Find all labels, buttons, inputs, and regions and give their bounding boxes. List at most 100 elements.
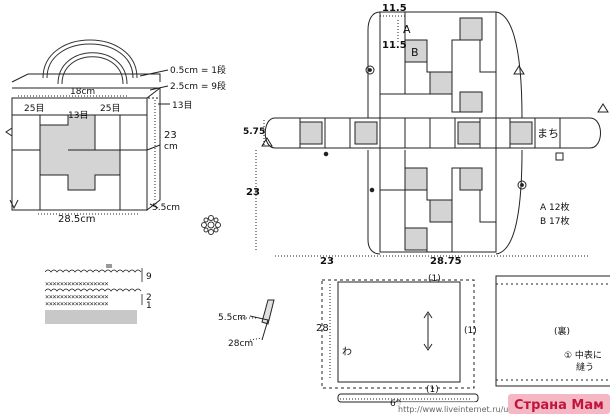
flower-motif-icon [201, 215, 221, 235]
handle-detail [240, 299, 275, 341]
layout-label-115-side: 11.5 [382, 40, 407, 51]
bag-label-13-right: 13目 [172, 100, 192, 111]
layout-label-23-h: 23 [320, 256, 334, 267]
layout-label-575: 5.75 [243, 127, 265, 137]
bag-label-rows1: 0.5cm = 1段 [170, 64, 226, 76]
marker-circle-top-dot [368, 68, 372, 72]
lining-front-bottom-strip [337, 393, 479, 403]
gusset-right-end [589, 117, 601, 149]
bag-arrow-bottom [9, 199, 19, 210]
handle-leader-28 [249, 337, 263, 341]
lining-front-labels: (1) (1) (1) 28 わ 69 [316, 274, 477, 409]
flap-bottom-right [495, 149, 523, 255]
lining-back [495, 275, 610, 387]
watermark-url: http://www.liveinternet.ru/users/5003021… [398, 405, 566, 414]
bag-body-side [146, 86, 161, 212]
layout-label-a: A [403, 23, 411, 36]
marker-triangle-top [513, 65, 525, 75]
bag-label-25-right: 25目 [100, 103, 120, 114]
bag-label-cm: cm [164, 142, 178, 152]
marker-circle-bottom-dot [520, 183, 524, 187]
watermark-url-bg [396, 402, 508, 414]
marker-dot-bottom [323, 151, 329, 157]
flap-top-right [495, 11, 523, 119]
crochet-x-row-b: ××××××××××××××××× [45, 293, 108, 301]
lining-label-28: 28 [316, 323, 329, 334]
watermark-site-name: Страна Мам [514, 398, 604, 413]
watermark: http://www.liveinternet.ru/users/5003021… [396, 394, 610, 414]
crochet-marker [106, 264, 112, 268]
bag-label-18cm: 18cm [70, 87, 95, 97]
layout-view [255, 11, 609, 257]
layout-view-labels: 11.5 11.5 A B 5.75 23 23 28.75 まち A 12枚 … [243, 3, 570, 267]
crochet-label-2: 2 [146, 293, 152, 303]
marker-triangle-right [597, 103, 609, 113]
bag-handle-back-inner [43, 40, 137, 79]
lining-back-note-2: 縫う [576, 361, 594, 373]
panel-shaded-squares [404, 17, 483, 251]
layout-label-23-v: 23 [246, 187, 260, 198]
bag-handle-front [57, 52, 128, 85]
gusset-left-end [264, 117, 276, 149]
layout-label-2875: 28.75 [430, 256, 462, 267]
handle-strap-fold [249, 315, 269, 341]
crochet-row-9 [44, 269, 142, 273]
bag-view-labels: 0.5cm = 1段 2.5cm = 9段 13目 18cm 25目 13目 2… [24, 64, 226, 225]
lining-back-panel [495, 275, 610, 387]
layout-legend-b: B 17枚 [540, 215, 570, 227]
crochet-label-9: 9 [146, 272, 152, 282]
layout-legend-a: A 12枚 [540, 201, 569, 213]
main-panel [379, 11, 497, 253]
marker-circle-bottom [517, 180, 527, 190]
bag-label-23: 23 [164, 130, 177, 141]
flap-bottom-left [367, 150, 381, 255]
lining-front-panel [337, 281, 461, 383]
bag-label-285: 28.5cm [58, 214, 96, 225]
bag-label-25-left: 25目 [24, 103, 44, 114]
crochet-legend: ××××××××××××××××× ××××××××××××××××× ××××… [44, 264, 143, 324]
flap-top-left [367, 11, 381, 118]
panel-motif-bottom [380, 150, 496, 252]
layout-label-gusset: まち [537, 127, 559, 140]
handle-label-55: 5.5cm [218, 313, 246, 323]
lining-back-labels: (裏) ① 中表に 縫う [554, 325, 602, 373]
bag-leader-rows9 [149, 85, 169, 91]
handle-label-28: 28cm [228, 339, 253, 349]
bag-handle-front-inner [58, 53, 127, 85]
crochet-row-mid [44, 288, 142, 292]
crochet-fabric-swatch [45, 310, 137, 324]
crochet-x-row-a: ××××××××××××××××× [45, 280, 108, 288]
lining-back-label-reverse: (裏) [554, 325, 570, 337]
lining-label-69: 69 [390, 399, 402, 409]
bag-leader-rows1 [139, 69, 169, 77]
bag-top-rim [11, 73, 161, 83]
bag-view [5, 39, 170, 215]
lining-label-bottom-1: (1) [426, 385, 439, 395]
bag-arrow-left [5, 127, 13, 137]
crochet-label-1: 1 [146, 301, 152, 311]
layout-label-b: B [411, 46, 419, 59]
lining-front-arrow-head-down [423, 343, 433, 351]
lining-label-top-1: (1) [428, 274, 441, 284]
lining-front [321, 279, 479, 403]
bag-label-13: 13目 [68, 110, 88, 121]
marker-square-right [555, 152, 564, 161]
lining-back-note-1: ① 中表に [564, 349, 602, 361]
bag-label-rows9: 2.5cm = 9段 [170, 80, 226, 92]
crochet-legend-labels: 9 2 1 [146, 272, 152, 311]
watermark-badge-bg [508, 394, 610, 414]
marker-dot-left [369, 187, 375, 193]
lining-front-dashed-outline [321, 279, 475, 389]
bag-leader-55 [149, 203, 159, 209]
layout-label-115-top: 11.5 [382, 3, 407, 14]
lining-label-right-1: (1) [464, 326, 477, 336]
bag-motif-shaded [39, 114, 121, 191]
bag-label-55: 5.5cm [152, 203, 180, 213]
lining-front-arrow-head-up [423, 311, 433, 319]
bag-side-divider [146, 144, 161, 151]
handle-strap [261, 299, 275, 325]
lining-label-wa: わ [342, 346, 352, 358]
crochet-x-row-c: ××××××××××××××××× [45, 300, 108, 308]
handle-detail-labels: 5.5cm 28cm [218, 313, 253, 349]
